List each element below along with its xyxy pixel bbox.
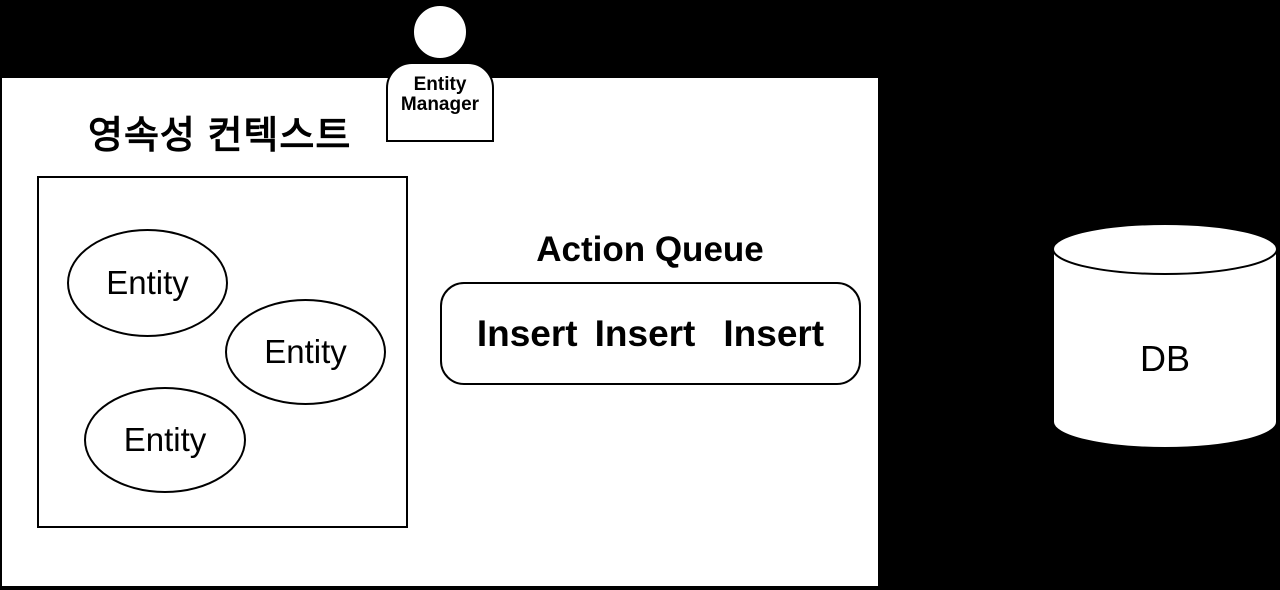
entity-label: Entity: [264, 333, 347, 370]
action-queue-title: Action Queue: [536, 230, 764, 269]
database-label: DB: [1139, 338, 1190, 379]
entity-ellipse: Entity: [67, 229, 228, 337]
entity-label: Entity: [106, 264, 189, 301]
entity-ellipse: Entity: [84, 387, 246, 493]
queue-item-insert: Insert: [476, 312, 578, 354]
queue-item-insert: Insert: [594, 312, 696, 354]
actor-name-line2: Manager: [400, 94, 480, 115]
database-cylinder-icon: [1052, 223, 1278, 449]
person-head-icon: [412, 4, 468, 60]
actor-name-line1: Entity: [413, 74, 467, 95]
action-queue-box: Insert Insert Insert: [440, 282, 861, 385]
person-body-icon: Entity Manager: [386, 62, 494, 142]
persistence-context-title: 영속성 컨텍스트: [88, 115, 352, 157]
entity-ellipse: Entity: [225, 299, 386, 405]
entity-label: Entity: [123, 421, 207, 458]
queue-item-insert: Insert: [723, 312, 825, 354]
